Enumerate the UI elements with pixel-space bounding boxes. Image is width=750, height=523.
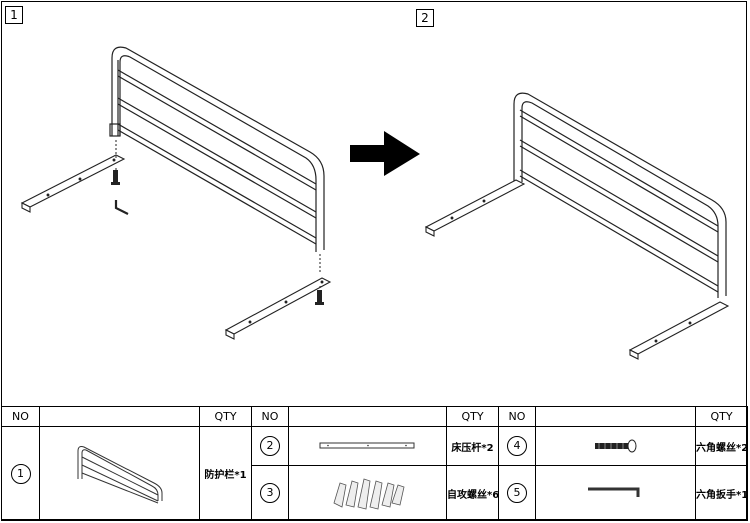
self-tapping-screws-icon (333, 478, 404, 510)
part-image-cell (288, 465, 447, 521)
table-header-row: NO QTY NO QTY NO QTY (1, 405, 748, 428)
header-no: NO (1, 405, 40, 428)
part-qty: 床压杆*2 (446, 426, 499, 467)
header-no: NO (251, 405, 289, 428)
assembly-drawing (20, 46, 730, 360)
hex-screw-icon (315, 290, 324, 305)
part-number: 2 (260, 436, 280, 457)
part-no-cell: 4 (498, 426, 536, 467)
part-image-cell (288, 426, 447, 467)
header-qty: QTY (695, 405, 748, 428)
step-2-label: 2 (416, 9, 434, 27)
header-qty: QTY (199, 405, 252, 428)
part-number: 4 (507, 436, 527, 457)
left-base-bar-assembled (424, 179, 526, 237)
hex-key-icon (587, 487, 639, 497)
part-qty: 六角螺丝*2 (695, 426, 748, 467)
part-qty: 六角扳手*1 (695, 465, 748, 521)
header-image (288, 405, 447, 428)
table-row: 1 防护栏*1 2 床压杆*2 4 (1, 426, 748, 521)
header-image (39, 405, 200, 428)
part-no-cell: 1 (1, 426, 40, 521)
header-qty: QTY (446, 405, 499, 428)
guard-rail-icon (77, 445, 162, 504)
part-image-cell (535, 426, 696, 467)
part-no-cell: 5 (498, 465, 536, 521)
part-qty: 防护栏*1 (199, 426, 252, 521)
bed-press-bar-icon (319, 442, 414, 449)
left-base-bar (20, 154, 126, 213)
header-image (535, 405, 696, 428)
part-number: 5 (507, 483, 527, 503)
part-image-cell (39, 426, 200, 521)
part-qty: 自攻螺丝*6 (446, 465, 499, 521)
header-no: NO (498, 405, 536, 428)
part-number: 3 (260, 483, 280, 503)
part-no-cell: 3 (251, 465, 289, 521)
hex-key-icon (114, 200, 129, 215)
part-number: 1 (10, 463, 31, 484)
guard-rail-exploded (109, 46, 325, 252)
right-arrow-icon (350, 131, 420, 176)
step-1-label: 1 (5, 6, 23, 24)
parts-table: NO QTY NO QTY NO QTY 1 防护栏*1 (1, 405, 748, 521)
hex-screw-icon (111, 170, 120, 185)
part-no-cell: 2 (251, 426, 289, 467)
right-base-bar-assembled (628, 301, 730, 360)
table-row: 3 自攻螺丝*6 5 (2, 465, 748, 521)
assembly-guides (115, 140, 321, 296)
hex-screw-icon (594, 439, 636, 453)
right-base-bar (224, 277, 332, 340)
part-image-cell (535, 465, 696, 521)
guard-rail-assembled (513, 92, 727, 298)
